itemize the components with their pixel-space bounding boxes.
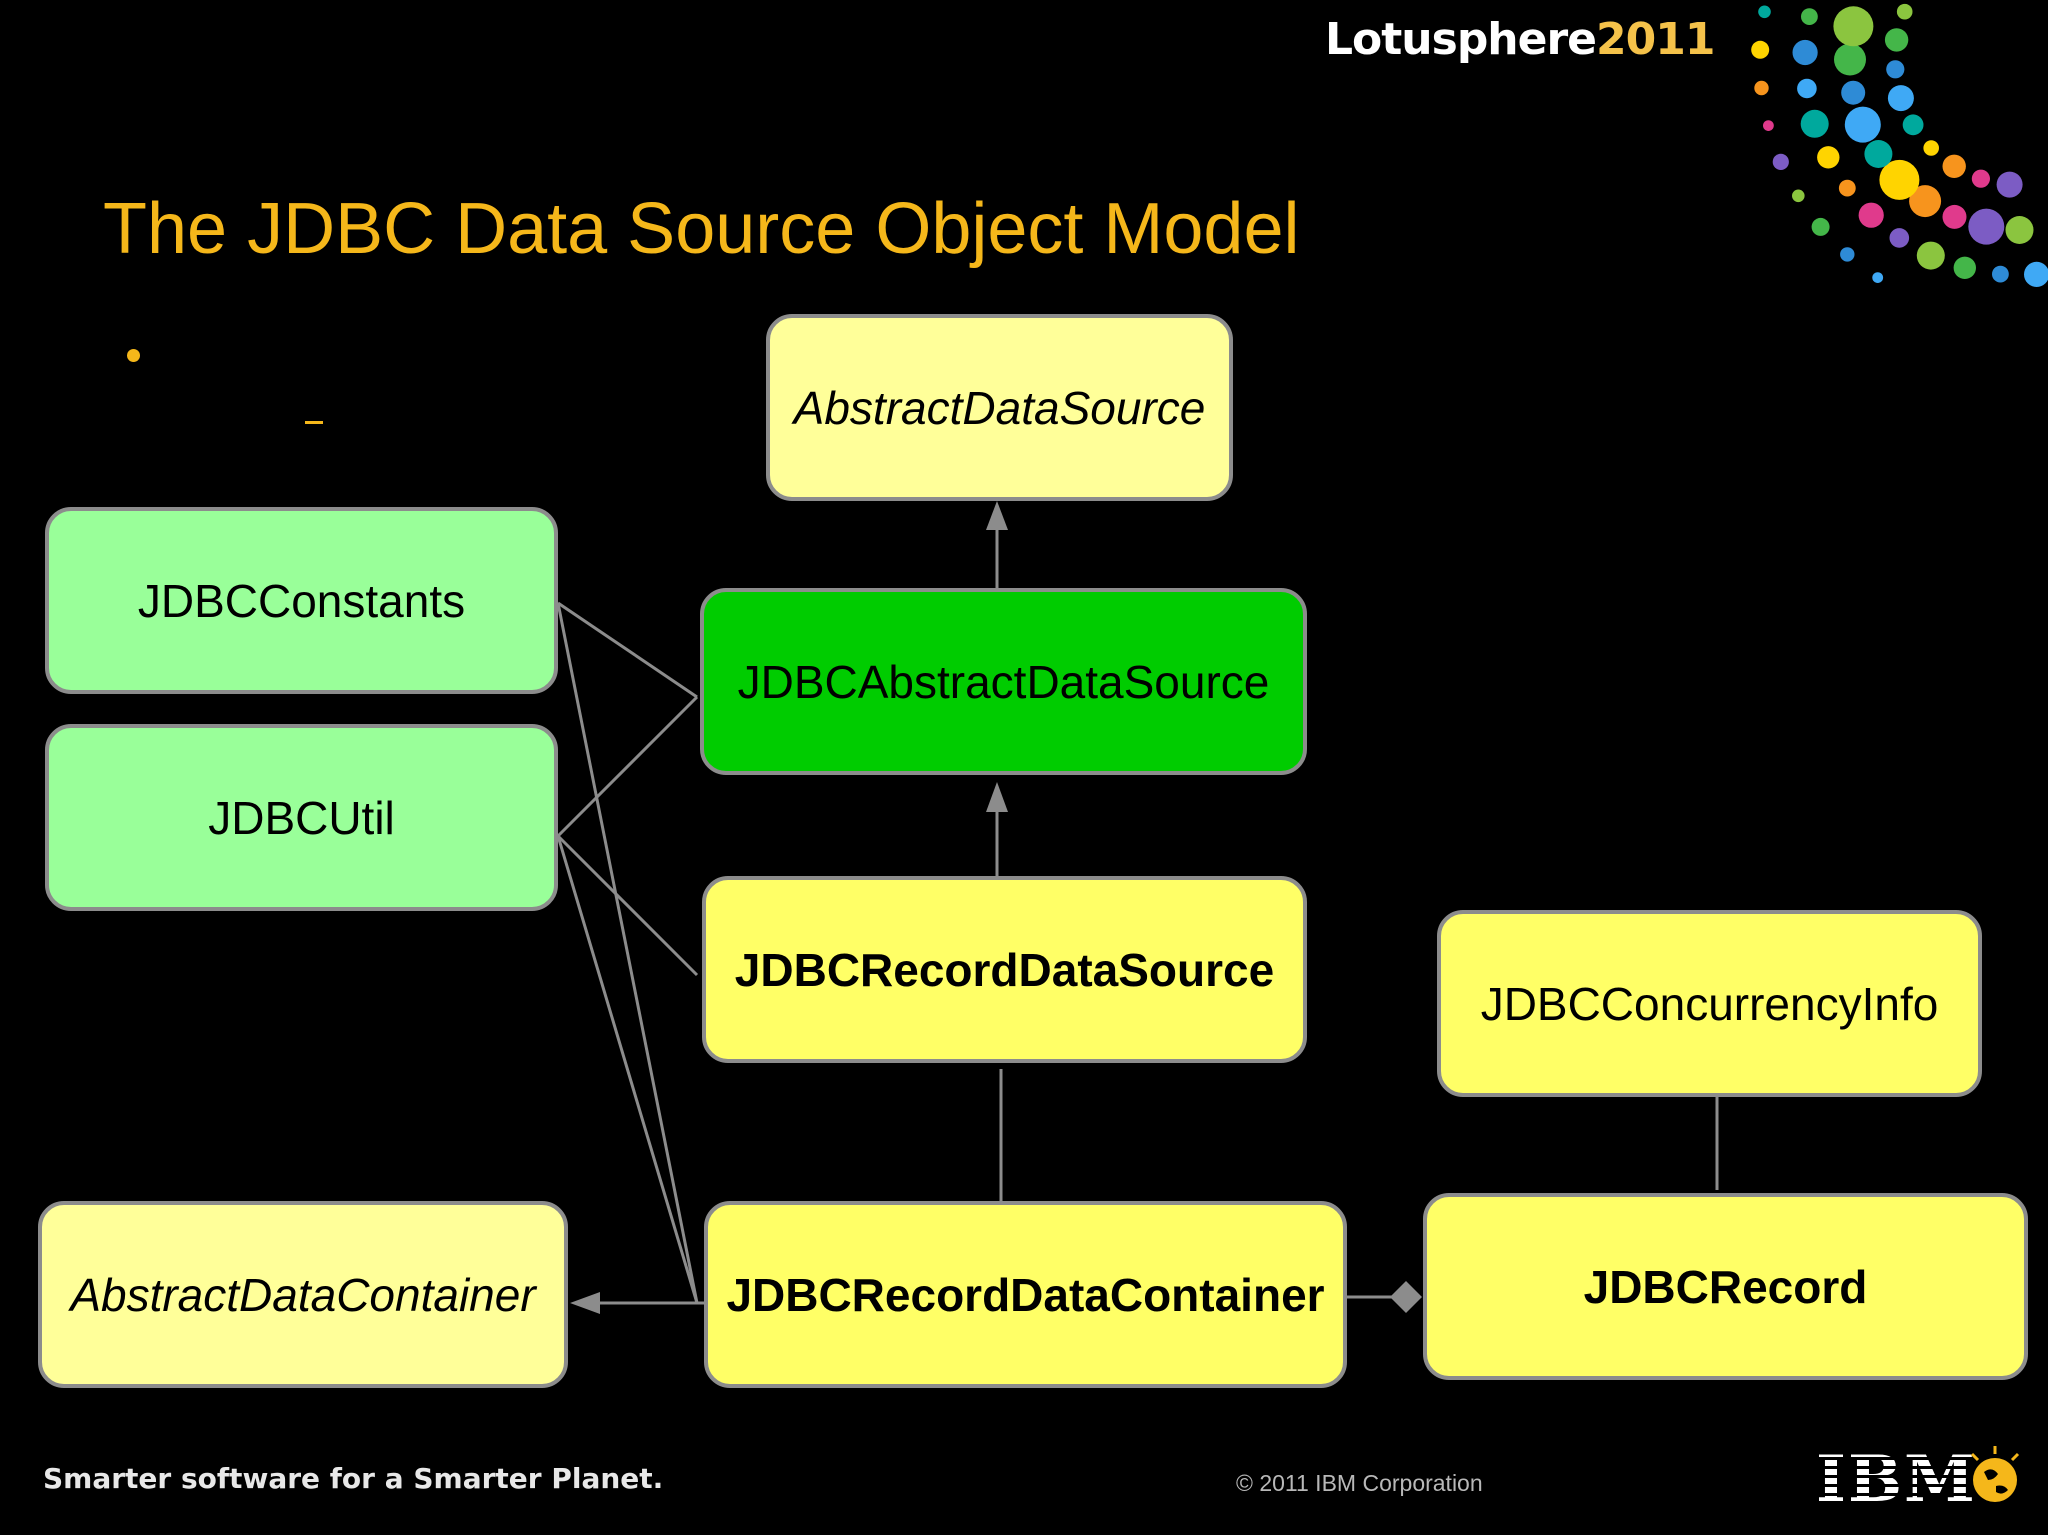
- logo-dot: [2024, 261, 2048, 287]
- bullet-point: [127, 349, 140, 362]
- box-jdbc-abstract-data-source: JDBCAbstractDataSource: [700, 588, 1307, 775]
- logo-dot: [1889, 228, 1910, 248]
- logo-dot: [1840, 247, 1855, 262]
- logo-dot: [1879, 159, 1920, 200]
- box-jdbc-record-data-container: JDBCRecordDataContainer: [704, 1201, 1347, 1388]
- arrowhead-to-abstract-data-source: [986, 501, 1008, 530]
- logo-dot: [1864, 140, 1893, 168]
- lotusphere-brand: Lotusphere2011: [1325, 14, 1715, 65]
- logo-dot: [1902, 114, 1924, 136]
- logo-dot: [1942, 204, 1967, 229]
- logo-dot: [1758, 5, 1771, 19]
- footer-tagline: Smarter software for a Smarter Planet.: [43, 1462, 664, 1495]
- logo-dot: [1833, 6, 1874, 47]
- connector-constants-container: [556, 602, 699, 1304]
- logo-dot: [1872, 272, 1884, 283]
- box-abstract-data-container: AbstractDataContainer: [38, 1201, 568, 1388]
- logo-dot: [1971, 169, 1990, 188]
- slide-title: The JDBC Data Source Object Model: [103, 189, 1300, 269]
- logo-dot: [1916, 241, 1945, 270]
- brand-year: 2011: [1596, 14, 1715, 65]
- logo-dot: [1968, 208, 2005, 245]
- logo-dot: [1811, 217, 1830, 236]
- box-jdbc-constants: JDBCConstants: [45, 507, 558, 694]
- box-jdbc-record-data-source: JDBCRecordDataSource: [702, 876, 1307, 1063]
- logo-dot: [1797, 78, 1817, 99]
- box-jdbc-constants-label: JDBCConstants: [137, 574, 466, 627]
- footer-copyright: © 2011 IBM Corporation: [1236, 1470, 1483, 1496]
- arrowhead-to-jdbc-abstract-data-source: [986, 782, 1008, 812]
- logo-dot: [1884, 28, 1909, 52]
- box-jdbc-record: JDBCRecord: [1423, 1193, 2028, 1380]
- box-abstract-data-source-label: AbstractDataSource: [793, 381, 1206, 434]
- logo-dot: [1896, 3, 1913, 20]
- connector-util-recordds: [556, 834, 699, 977]
- logo-dot: [1817, 146, 1840, 169]
- logo-dot: [1996, 171, 2023, 198]
- logo-dot: [1992, 265, 2009, 283]
- brand-name: Lotusphere: [1325, 14, 1597, 65]
- arrowhead-to-abstract-data-container: [570, 1292, 600, 1314]
- logo-dot: [1858, 202, 1884, 228]
- smarter-planet-icon: [1970, 1446, 2020, 1502]
- logo-dot: [1792, 39, 1818, 66]
- lotusphere-dot-logo: [1751, 3, 2048, 287]
- box-jdbc-record-data-source-label: JDBCRecordDataSource: [734, 943, 1275, 996]
- logo-dot: [1751, 40, 1770, 59]
- box-jdbc-record-label: JDBCRecord: [1583, 1260, 1868, 1313]
- box-jdbc-record-data-container-label: JDBCRecordDataContainer: [726, 1268, 1325, 1321]
- logo-dot: [1838, 179, 1856, 197]
- logo-dot: [1923, 140, 1939, 156]
- logo-dot: [1953, 256, 1976, 279]
- logo-dot: [1800, 109, 1829, 138]
- connector-util-abstractds: [556, 695, 699, 838]
- logo-dot: [1841, 80, 1866, 105]
- logo-dot: [1844, 106, 1881, 143]
- box-jdbc-abstract-data-source-label: JDBCAbstractDataSource: [737, 655, 1270, 708]
- logo-dot: [1754, 80, 1769, 96]
- composition-diamond: [1390, 1281, 1422, 1313]
- box-jdbc-concurrency-info: JDBCConcurrencyInfo: [1437, 910, 1982, 1097]
- logo-dot: [1763, 120, 1774, 131]
- ibm-logo: IBM: [1816, 1442, 1977, 1517]
- box-jdbc-util-label: JDBCUtil: [208, 791, 395, 844]
- connector-util-container: [556, 835, 699, 1304]
- sub-bullet-dash: [305, 421, 323, 424]
- logo-dot: [2005, 216, 2034, 244]
- box-jdbc-util: JDBCUtil: [45, 724, 558, 911]
- box-abstract-data-source: AbstractDataSource: [766, 314, 1233, 501]
- logo-dot: [1942, 154, 1966, 178]
- logo-dot: [1887, 85, 1914, 112]
- logo-dot: [1792, 189, 1805, 203]
- connector-constants-abstractds: [557, 601, 698, 699]
- box-jdbc-concurrency-info-label: JDBCConcurrencyInfo: [1480, 977, 1939, 1030]
- logo-dot: [1886, 60, 1905, 79]
- box-abstract-data-container-label: AbstractDataContainer: [70, 1268, 536, 1321]
- logo-dot: [1834, 43, 1866, 76]
- logo-dot: [1801, 8, 1818, 25]
- logo-dot: [1909, 185, 1942, 218]
- logo-dot: [1772, 153, 1789, 170]
